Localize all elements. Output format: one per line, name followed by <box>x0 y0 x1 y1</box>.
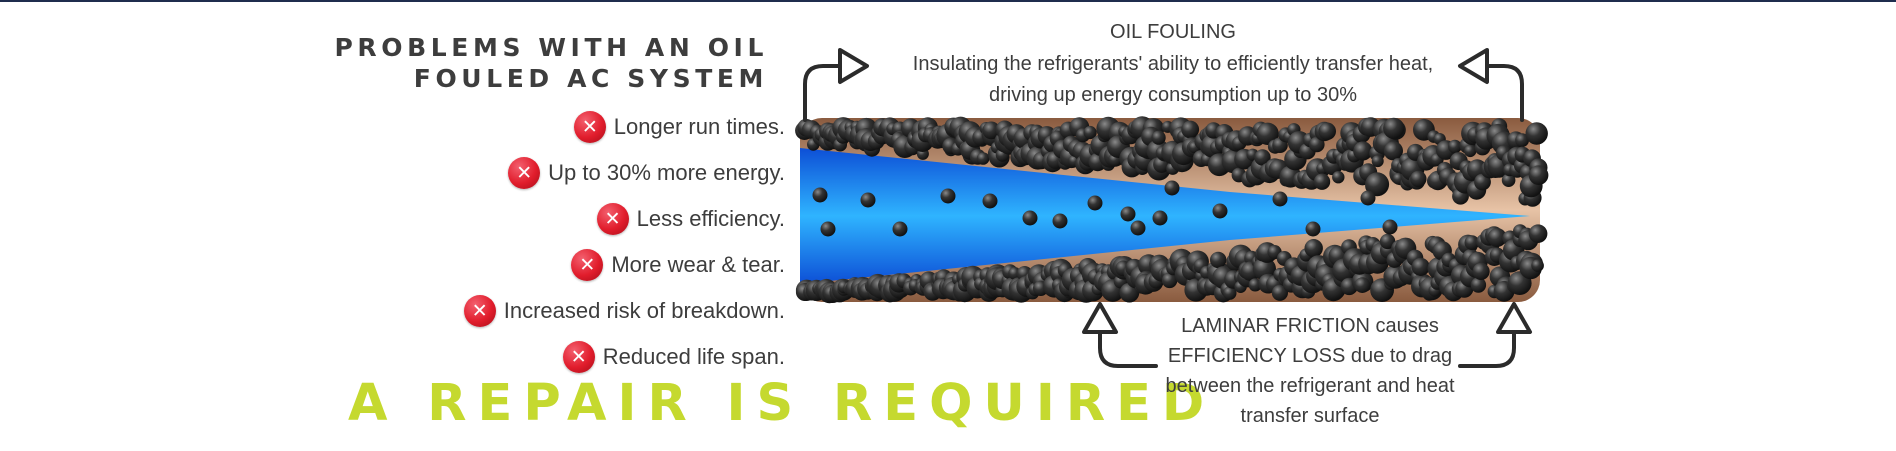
oil-ball <box>892 221 908 237</box>
oil-ball <box>1360 190 1376 206</box>
oil-ball <box>1353 141 1373 161</box>
laminar-friction-description: LAMINAR FRICTION causes EFFICIENCY LOSS … <box>1140 311 1480 431</box>
oil-ball <box>1410 170 1427 188</box>
x-circle-icon: ✕ <box>573 111 606 143</box>
oil-ball <box>1470 277 1487 293</box>
laminar-line: EFFICIENCY LOSS due to drag <box>1167 345 1453 367</box>
problem-label: Less efficiency. <box>636 206 785 231</box>
problem-label: Reduced life span. <box>602 344 785 369</box>
problem-label: More wear & tear. <box>611 252 785 277</box>
problem-item: ✕ Increased risk of breakdown. <box>360 288 785 334</box>
oil-ball <box>1152 210 1168 226</box>
oil-ball <box>1515 133 1529 148</box>
x-circle-icon: ✕ <box>508 157 541 189</box>
oil-ball <box>1164 180 1180 196</box>
oil-ball <box>1379 233 1396 250</box>
oil-ball <box>1365 172 1390 197</box>
oil-ball <box>982 193 998 209</box>
x-circle-icon: ✕ <box>596 203 629 235</box>
problems-heading-line1: PROBLEMS WITH AN OIL <box>334 33 768 62</box>
problem-item: ✕ Up to 30% more energy. <box>360 150 785 196</box>
oil-ball <box>820 221 836 237</box>
laminar-line: between the refrigerant and heat <box>1165 375 1455 397</box>
oil-ball <box>1383 117 1405 139</box>
oil-ball <box>1464 144 1477 158</box>
oil-ball <box>1181 120 1200 139</box>
oil-ball <box>1411 257 1430 276</box>
oil-ball <box>1354 277 1371 293</box>
oil-ball <box>1309 136 1325 153</box>
oil-fouling-title: OIL FOULING <box>1110 21 1236 43</box>
oil-ball <box>1383 141 1403 161</box>
oil-ball <box>940 188 956 204</box>
problems-heading-line2: FOULED AC SYSTEM <box>413 64 768 93</box>
top-border <box>0 0 1896 2</box>
oil-ball <box>1210 251 1227 269</box>
oil-ball <box>1130 220 1146 236</box>
oil-ball <box>1271 284 1288 301</box>
problem-label: Increased risk of breakdown. <box>503 298 785 323</box>
x-circle-icon: ✕ <box>571 249 604 281</box>
oil-deposit-top <box>795 116 1549 207</box>
problem-item: ✕ Less efficiency. <box>360 196 785 242</box>
oil-ball <box>1371 155 1384 168</box>
x-circle-icon: ✕ <box>562 341 595 373</box>
problem-item: ✕ Reduced life span. <box>360 334 785 380</box>
x-circle-icon: ✕ <box>463 295 496 327</box>
oil-ball <box>1120 206 1136 222</box>
problem-list: ✕ Longer run times. ✕ Up to 30% more ene… <box>360 104 785 380</box>
oil-ball <box>1313 173 1331 190</box>
oil-ball <box>1448 139 1462 154</box>
oil-ball <box>1272 191 1288 207</box>
oil-ball <box>812 187 828 203</box>
oil-ball <box>1161 272 1178 289</box>
oil-ball <box>860 192 876 208</box>
oil-ball <box>1332 171 1345 184</box>
oil-ball <box>1022 210 1038 226</box>
oil-fouling-line: driving up energy consumption up to 30% <box>988 84 1357 106</box>
oil-ball <box>1501 173 1516 187</box>
oil-ball <box>1305 221 1321 237</box>
problem-label: Longer run times. <box>613 114 785 139</box>
oil-ball <box>976 152 990 165</box>
oil-ball <box>1472 262 1490 280</box>
problem-item: ✕ Longer run times. <box>360 104 785 150</box>
oil-ball <box>1528 165 1549 185</box>
oil-ball <box>1487 228 1507 247</box>
oil-ball <box>1052 213 1068 229</box>
problems-heading: PROBLEMS WITH AN OIL FOULED AC SYSTEM <box>330 32 768 94</box>
oil-ball <box>1083 125 1097 140</box>
oil-fouling-description: Insulating the refrigerants' ability to … <box>875 49 1471 111</box>
oil-ball <box>1254 149 1271 166</box>
oil-ball <box>1318 122 1336 141</box>
oil-ball <box>1304 239 1323 258</box>
repair-required-heading: A REPAIR IS REQUIRED <box>348 374 1216 433</box>
oil-ball <box>1151 130 1166 145</box>
problem-item: ✕ More wear & tear. <box>360 242 785 288</box>
oil-ball <box>1087 195 1103 211</box>
oil-ball <box>982 121 1001 140</box>
oil-ball <box>1531 259 1544 272</box>
oil-ball <box>1525 122 1548 145</box>
oil-ball <box>1223 286 1237 300</box>
laminar-line: LAMINAR FRICTION causes <box>1181 315 1439 337</box>
oil-ball <box>1256 122 1279 145</box>
oil-ball <box>1464 235 1480 250</box>
oil-deposit-bottom <box>795 224 1548 304</box>
oil-droplets <box>812 180 1398 237</box>
fouled-pipe-illustration <box>795 116 1549 304</box>
oil-ball <box>1382 219 1398 235</box>
oil-fouling-line: Insulating the refrigerants' ability to … <box>912 53 1434 75</box>
oil-ball <box>1528 224 1548 243</box>
laminar-line: transfer surface <box>1240 405 1380 427</box>
oil-ball <box>1212 203 1228 219</box>
problem-label: Up to 30% more energy. <box>548 160 785 185</box>
